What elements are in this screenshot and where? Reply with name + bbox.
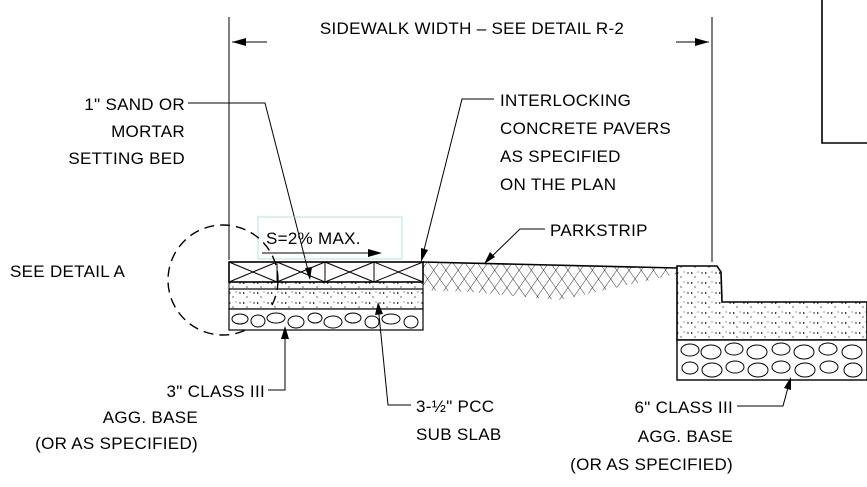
parkstrip-callout: PARKSTRIP [484,221,648,264]
sub-slab-line2: SUB SLAB [416,425,502,444]
pavers-line2: CONCRETE PAVERS [500,119,671,138]
sub-slab-callout: 3-½" PCC SUB SLAB [375,302,502,444]
base-left-line2: AGG. BASE [103,408,198,427]
sand-bed-line2: MORTAR [111,122,185,141]
slope-callout: S=2% MAX. [257,216,403,260]
base-right-line1: 6" CLASS III [635,398,733,417]
base-right-line3: (OR AS SPECIFIED) [570,455,733,474]
sand-bed-callout: 1" SAND OR MORTAR SETTING BED [68,95,312,280]
detail-frame [821,0,867,144]
see-detail-label: SEE DETAIL A [10,262,125,281]
pavers-line1: INTERLOCKING [500,91,631,110]
sand-bed-line3: SETTING BED [68,149,185,168]
parkstrip-label: PARKSTRIP [550,221,648,240]
pavers-callout: INTERLOCKING CONCRETE PAVERS AS SPECIFIE… [421,91,671,262]
base-right-line2: AGG. BASE [638,427,733,446]
base-left-callout: 3" CLASS III AGG. BASE (OR AS SPECIFIED) [35,326,289,453]
pavers-line3: AS SPECIFIED [500,147,621,166]
sub-slab-line1: 3-½" PCC [416,397,494,416]
sand-bed-line1: 1" SAND OR [84,95,185,114]
slope-label: S=2% MAX. [266,229,361,248]
base-left-line1: 3" CLASS III [167,382,265,401]
pavers-line4: ON THE PLAN [500,175,616,194]
curb-and-gutter-section [676,265,867,381]
base-right-callout: 6" CLASS III AGG. BASE (OR AS SPECIFIED) [570,377,791,474]
base-left-line3: (OR AS SPECIFIED) [35,434,198,453]
paver-sidewalk-section [228,261,424,331]
sidewalk-width-label: SIDEWALK WIDTH – SEE DETAIL R-2 [320,19,624,38]
sidewalk-width-dimension: SIDEWALK WIDTH – SEE DETAIL R-2 [228,17,713,262]
detail-a-callout: SEE DETAIL A [10,224,279,336]
parkstrip-ground [422,261,678,300]
